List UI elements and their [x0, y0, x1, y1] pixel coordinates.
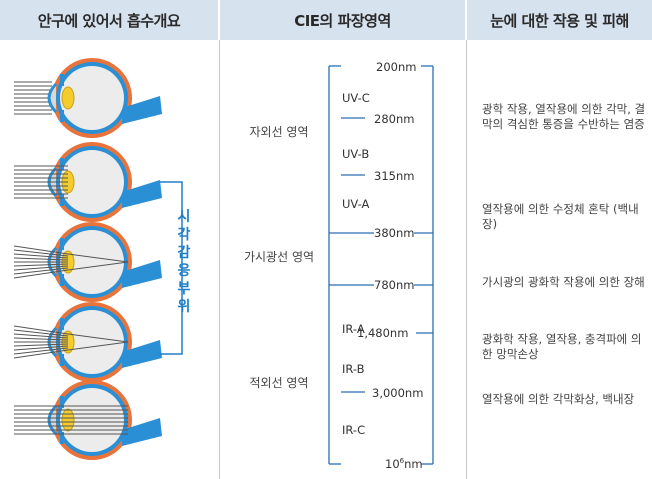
band-irc: IR-C	[342, 423, 366, 437]
wavelength-380: 380nm	[374, 226, 415, 240]
wavelength-10-6: 106nm	[385, 457, 423, 471]
wavelength-280: 280nm	[374, 112, 415, 126]
region-ir: 적외선 영역	[249, 376, 309, 390]
eye-diagram-3	[13, 220, 164, 304]
column-divider	[466, 40, 467, 479]
effect-ira-retina: 광화학 작용, 열작용, 충격파에 의한 망막손상	[482, 332, 642, 361]
header-absorption: 안구에 있어서 흡수개요	[0, 0, 218, 40]
band-uvb: UV-B	[342, 147, 370, 161]
wavelength-3000: 3,000nm	[372, 386, 424, 400]
effect-ir-cornea: 열작용에 의한 각막화상, 백내장	[482, 392, 635, 406]
effect-uv-cornea: 광학 작용, 열작용에 의한 각막, 결막의 격심한 통증을 수반하는 염증	[482, 102, 646, 131]
region-visible: 가시광선 영역	[243, 250, 315, 264]
wavelength-780: 780nm	[374, 278, 415, 292]
column-divider	[219, 40, 220, 479]
visual-sensing-label: 시각감응부위	[177, 209, 191, 315]
region-uv: 자외선 영역	[249, 125, 309, 139]
eye-diagram-2	[14, 140, 164, 224]
wavelength-200: 200nm	[376, 60, 417, 74]
sensing-bracket	[160, 181, 183, 355]
effect-visible-light: 가시광의 광화학 작용에 의한 장해	[482, 275, 645, 289]
band-uva: UV-A	[342, 197, 370, 211]
eye-diagram-5	[14, 378, 164, 462]
wavelength-315: 315nm	[374, 169, 415, 183]
band-uvc: UV-C	[342, 91, 370, 105]
eye-diagram-1	[14, 56, 164, 140]
band-ira: IR-A	[342, 322, 365, 336]
effect-uva-lens: 열작용에 의한 수정체 혼탁 (백내장)	[482, 202, 639, 231]
band-irb: IR-B	[342, 362, 365, 376]
eye-diagram-4	[13, 300, 164, 384]
wavelength-1480: 1,480nm	[357, 326, 409, 340]
header-eye-effects: 눈에 대한 작용 및 피해	[467, 0, 652, 40]
header-cie-wavelength: CIE의 파장영역	[220, 0, 465, 40]
